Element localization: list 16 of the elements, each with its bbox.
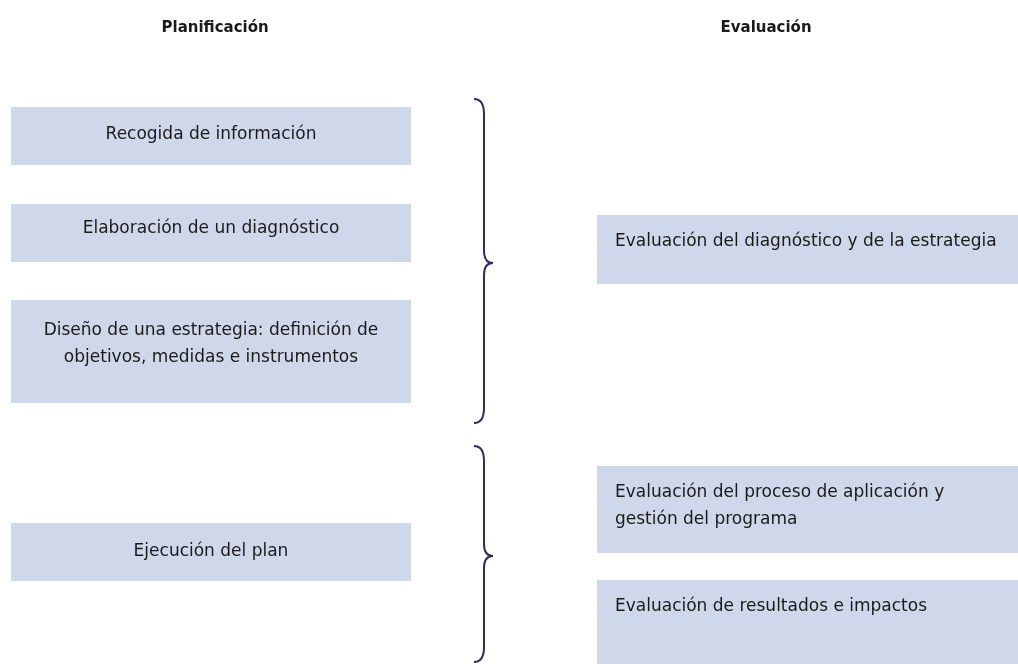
process-box [11, 300, 411, 403]
box-text: Diseño de una estrategia: definición de objetivos, medidas e instrumentos [42, 318, 380, 368]
process-box [597, 580, 1018, 664]
process-box [11, 107, 411, 165]
process-box [11, 204, 411, 262]
box-text: Evaluación de resultados e impactos [615, 594, 929, 617]
column-heading: Evaluación [720, 18, 812, 36]
box-text: Elaboración de un diagnóstico [81, 216, 341, 239]
process-box [597, 215, 1018, 284]
process-box [597, 466, 1018, 553]
box-text: Ejecución del plan [132, 539, 290, 562]
box-text: Recogida de información [104, 122, 318, 145]
column-heading: Planificación [161, 18, 269, 36]
box-text: Evaluación del proceso de aplicación y gestión del programa [615, 480, 946, 530]
box-text: Evaluación del diagnóstico y de la estrategia [615, 229, 998, 252]
process-box [11, 523, 411, 581]
